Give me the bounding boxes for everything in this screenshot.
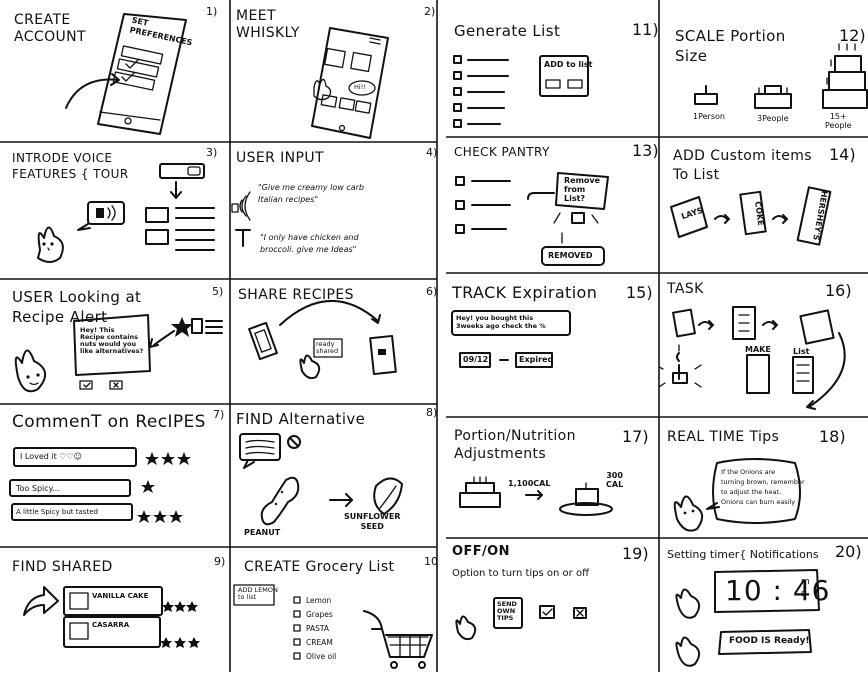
voice-tour-sketch xyxy=(0,142,230,279)
portion-label-2: 3People xyxy=(757,114,789,123)
portion-label-1: 1Person xyxy=(693,112,725,121)
share-bubble-text: ready shared xyxy=(316,341,338,355)
panel-share-recipes: SHARE RECIPES 6) ready shared xyxy=(230,279,437,404)
add-to-list-button: ADD to list xyxy=(544,60,592,69)
panel-find-shared: FIND SHARED 9) VANILLA CAKE CASARRA xyxy=(0,547,230,672)
phone-sketch xyxy=(0,0,230,142)
panel-create-account: CREATE ACCOUNT 1) SET PREFERENCES xyxy=(0,0,230,142)
storyboard-sheet-right: Generate List 11) ADD to list SCALE Port… xyxy=(446,0,868,678)
alert-bubble-text: Hey! This Recipe contains nuts would you… xyxy=(80,327,143,355)
panel-task: TASK 16) MAKE List xyxy=(659,273,868,417)
panel-real-time-tips: REAL TIME Tips 18) If the Onions are tur… xyxy=(659,417,868,538)
panel-user-input: USER INPUT 4) "Give me creamy low carb I… xyxy=(230,142,437,279)
panel-custom-items: ADD Custom items To List 14) LAYS COKE H… xyxy=(659,137,868,273)
panel-grocery-list: CREATE Grocery List 10) ADD LEMON to lis… xyxy=(230,547,437,672)
panel-track-expiration: TRACK Expiration 15) Hey! you bought thi… xyxy=(446,273,659,417)
comment-2: Too Spicy... xyxy=(16,484,60,493)
panel-comment-recipes: CommenT on RecIPES 7) I Loved it ♡♡☺ Too… xyxy=(0,404,230,547)
comment-3: A little Spicy but tasted xyxy=(16,508,98,516)
user-input-sketch xyxy=(230,142,437,279)
grocery-item: Olive oil xyxy=(306,652,336,661)
shared-card-1: VANILLA CAKE xyxy=(92,592,148,600)
tips-bubble-text: If the Onions are turning brown, remembe… xyxy=(721,467,805,507)
grocery-item: Grapes xyxy=(306,610,333,619)
grocery-item: PASTA xyxy=(306,624,329,633)
portion-label-3: 15+ People xyxy=(825,112,852,130)
panel-scale-portion: SCALE Portion Size 12) 1Person 3People 1… xyxy=(659,0,868,137)
whiskly-bubble-text: Hi!! xyxy=(354,84,366,91)
task-label-list: List xyxy=(793,347,809,356)
panel-check-pantry: CHECK PANTRY 13) Remove from List? REMOV… xyxy=(446,137,659,273)
grocery-item: Lemon xyxy=(306,596,331,605)
peanut-label: PEANUT xyxy=(244,528,280,537)
task-label-make: MAKE xyxy=(745,345,771,354)
expiration-bubble-text: Hey! you bought this 3weeks ago check th… xyxy=(456,314,546,330)
panel-generate-list: Generate List 11) ADD to list xyxy=(446,0,659,137)
panel-find-alternative: FIND Alternative 8) PEANUT SUNFLOWER SEE… xyxy=(230,404,437,547)
sunflower-label: SUNFLOWER SEED xyxy=(344,512,400,532)
calories-after: 300 CAL xyxy=(606,471,623,489)
expiration-date: 09/12 xyxy=(463,355,488,364)
panel-meet-whiskly: MEET WHISKLY 2) Hi!! xyxy=(230,0,437,142)
toggle-sketch xyxy=(446,538,659,672)
grocery-note: ADD LEMON to list xyxy=(238,587,278,601)
grocery-item: CREAM xyxy=(306,638,333,647)
comments-sketch xyxy=(0,404,230,547)
alternative-sketch xyxy=(230,404,437,547)
timer-display: 10 : 46 xyxy=(725,574,831,607)
removed-stamp: REMOVED xyxy=(548,251,592,260)
shared-card-2: CASARRA xyxy=(92,621,129,629)
panel-off-on: OFF/ON 19) Option to turn tips on or off… xyxy=(446,538,659,672)
food-ready-banner: FOOD IS Ready! xyxy=(729,636,810,646)
pantry-bubble-text: Remove from List? xyxy=(564,176,600,203)
panel-timer-notifications: Setting timer{ Notifications 20) 10 : 46… xyxy=(659,538,868,672)
shared-cards-sketch xyxy=(0,547,230,672)
storyboard-sheet-left: CREATE ACCOUNT 1) SET PREFERENCES MEET W… xyxy=(0,0,438,678)
custom-items-sketch xyxy=(659,137,868,273)
panel-portion-nutrition: Portion/Nutrition Adjustments 17) 1,100C… xyxy=(446,417,659,538)
timer-unit: m s xyxy=(801,576,810,600)
nutrition-sketch xyxy=(446,417,659,538)
panel-recipe-alert: USER Looking at Recipe Alert 5) Hey! Thi… xyxy=(0,279,230,404)
own-tips-bubble: SEND OWN TIPS xyxy=(497,601,517,622)
comment-1: I Loved it ♡♡☺ xyxy=(20,452,82,461)
expiration-sketch xyxy=(446,273,659,417)
calories-before: 1,100CAL xyxy=(508,479,550,488)
expired-tag: Expired xyxy=(519,355,553,364)
phone-sketch xyxy=(230,0,437,142)
panel-voice-features: INTRODE VOICE FEATURES { TOUR 3) xyxy=(0,142,230,279)
